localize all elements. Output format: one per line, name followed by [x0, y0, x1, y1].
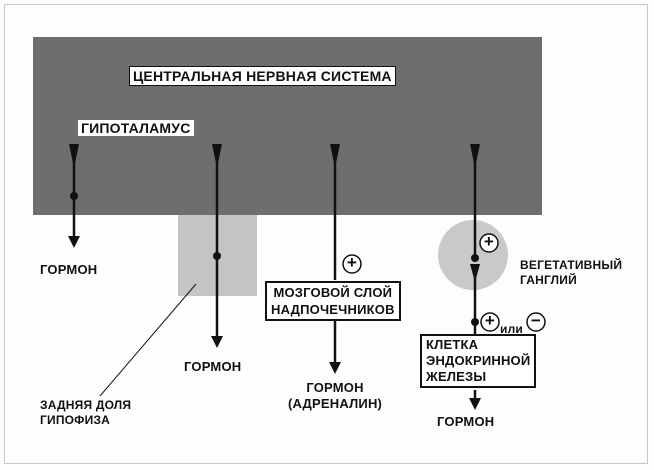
- or-label: или: [500, 322, 523, 336]
- plus-sign-endocrine: [480, 312, 500, 332]
- neuron-1: [68, 144, 80, 248]
- neuron-3: [329, 144, 341, 374]
- hormone-label-2: ГОРМОН: [184, 359, 242, 374]
- neuron-2: [211, 144, 223, 348]
- plus-glyph-endocrine: +: [484, 311, 496, 330]
- plus-sign-ganglion: [479, 233, 499, 253]
- posterior-pituitary-label: ЗАДНЯЯ ДОЛЯ ГИПОФИЗА: [40, 398, 132, 427]
- neuron-4: [469, 144, 481, 410]
- plus-glyph-ganglion: +: [483, 232, 495, 251]
- minus-glyph-endocrine: −: [530, 311, 542, 330]
- pituitary-pointer: [99, 283, 197, 397]
- minus-sign-endocrine: [526, 312, 546, 332]
- plus-glyph-adrenal: +: [346, 253, 358, 272]
- plus-sign-adrenal: [342, 254, 362, 274]
- ganglion-label: ВЕГЕТАТИВНЫЙ ГАНГЛИЙ: [520, 258, 623, 287]
- hypothalamus-label: ГИПОТАЛАМУС: [78, 120, 194, 136]
- cns-title: ЦЕНТРАЛЬНАЯ НЕРВНАЯ СИСТЕМА: [129, 66, 396, 86]
- hormone-adrenaline-label: ГОРМОН (АДРЕНАЛИН): [287, 380, 383, 411]
- hormone-label-4: ГОРМОН: [437, 414, 495, 429]
- adrenal-medulla-box: МОЗГОВОЙ СЛОЙ НАДПОЧЕЧНИКОВ: [265, 281, 401, 321]
- endocrine-cell-box: КЛЕТКА ЭНДОКРИННОЙ ЖЕЛЕЗЫ: [420, 334, 537, 388]
- outer-frame: [4, 4, 648, 464]
- hormone-label-1: ГОРМОН: [40, 262, 98, 277]
